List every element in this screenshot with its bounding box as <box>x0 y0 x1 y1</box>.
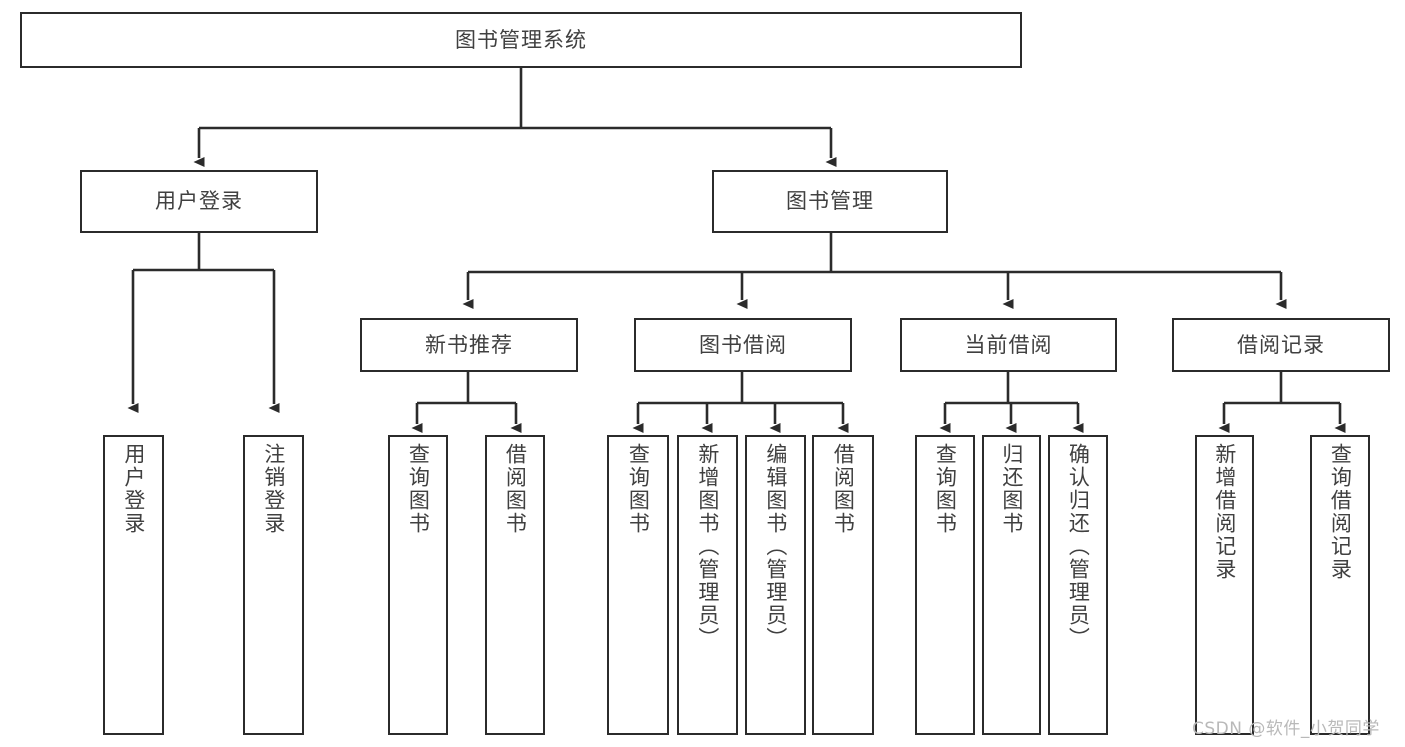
node-new-book-recommendation[interactable]: 新书推荐 <box>360 318 578 372</box>
node-book-management[interactable]: 图书管理 <box>712 170 948 233</box>
leaf-current-borrow-return-books[interactable]: 归还图书 <box>982 435 1041 735</box>
leaf-user-login-login[interactable]: 用户登录 <box>103 435 164 735</box>
node-label: 图书借阅 <box>699 332 787 357</box>
node-label: 用户登录 <box>121 443 146 535</box>
node-book-borrowing[interactable]: 图书借阅 <box>634 318 852 372</box>
csdn-watermark: CSDN @软件_小贺同学 <box>1192 719 1380 739</box>
node-root-book-management-system[interactable]: 图书管理系统 <box>20 12 1022 68</box>
leaf-new-book-query-books[interactable]: 查询图书 <box>388 435 448 735</box>
node-label: 编辑图书（管理员） <box>763 443 788 650</box>
node-label: 查询图书 <box>933 443 958 535</box>
node-label: 确认归还（管理员） <box>1066 443 1091 650</box>
node-label: 注销登录 <box>261 443 286 535</box>
node-label: 图书管理系统 <box>455 27 587 52</box>
node-label: 借阅图书 <box>831 443 856 535</box>
node-label: 新书推荐 <box>425 332 513 357</box>
node-label: 图书管理 <box>786 189 874 213</box>
leaf-current-borrow-query-books[interactable]: 查询图书 <box>915 435 975 735</box>
node-label: 用户登录 <box>155 189 243 213</box>
leaf-borrow-record-add-record[interactable]: 新增借阅记录 <box>1195 435 1254 735</box>
leaf-book-borrow-add-book-admin[interactable]: 新增图书（管理员） <box>677 435 738 735</box>
node-label: 查询图书 <box>626 443 651 535</box>
node-borrowing-record[interactable]: 借阅记录 <box>1172 318 1390 372</box>
leaf-current-borrow-confirm-return-admin[interactable]: 确认归还（管理员） <box>1048 435 1108 735</box>
node-label: 新增借阅记录 <box>1212 443 1237 581</box>
node-label: 当前借阅 <box>964 332 1053 357</box>
leaf-book-borrow-query-books[interactable]: 查询图书 <box>607 435 669 735</box>
leaf-book-borrow-edit-book-admin[interactable]: 编辑图书（管理员） <box>745 435 806 735</box>
node-label: 新增图书（管理员） <box>695 443 720 650</box>
leaf-borrow-record-query-record[interactable]: 查询借阅记录 <box>1310 435 1370 735</box>
node-label: 查询借阅记录 <box>1328 443 1353 581</box>
node-label: 借阅图书 <box>503 443 528 535</box>
node-current-borrowing[interactable]: 当前借阅 <box>900 318 1117 372</box>
leaf-new-book-borrow-books[interactable]: 借阅图书 <box>485 435 545 735</box>
leaf-user-login-logout[interactable]: 注销登录 <box>243 435 304 735</box>
leaf-book-borrow-borrow-books[interactable]: 借阅图书 <box>812 435 874 735</box>
node-label: 归还图书 <box>999 443 1024 535</box>
node-label: 借阅记录 <box>1237 332 1325 357</box>
node-label: 查询图书 <box>406 443 431 535</box>
node-user-login[interactable]: 用户登录 <box>80 170 318 233</box>
